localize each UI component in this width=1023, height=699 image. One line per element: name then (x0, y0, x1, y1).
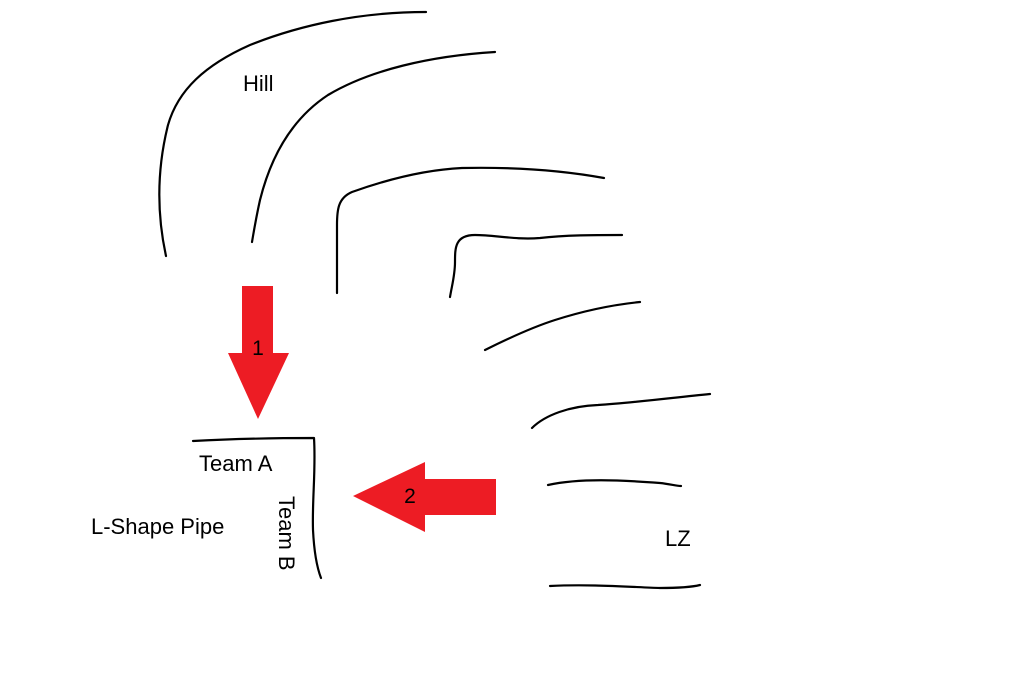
arrow-2-shape (353, 462, 496, 532)
team-a-label: Team A (199, 451, 273, 476)
hill-contours (158, 10, 712, 590)
arrow-2: 2 (353, 462, 496, 532)
l-shape-pipe (191, 436, 323, 580)
l-shape-pipe-label: L-Shape Pipe (91, 514, 224, 539)
team-b-label: Team B (274, 496, 299, 571)
arrow-1-shape (228, 286, 289, 419)
hill-contour-3 (335, 166, 606, 295)
hill-label: Hill (243, 71, 274, 96)
hill-contour-4 (448, 233, 624, 299)
arrow-1: 1 (228, 286, 289, 419)
hill-contour-2 (250, 50, 497, 244)
lz-edge-top (546, 479, 683, 488)
arrow-2-label: 2 (404, 485, 416, 508)
hill-contour-5 (483, 300, 642, 352)
arrow-1-label: 1 (252, 337, 264, 360)
hill-contour-1 (158, 10, 428, 258)
lz-label: LZ (665, 526, 691, 551)
lz-edge-bottom (548, 583, 702, 590)
hill-contour-6 (530, 392, 712, 430)
